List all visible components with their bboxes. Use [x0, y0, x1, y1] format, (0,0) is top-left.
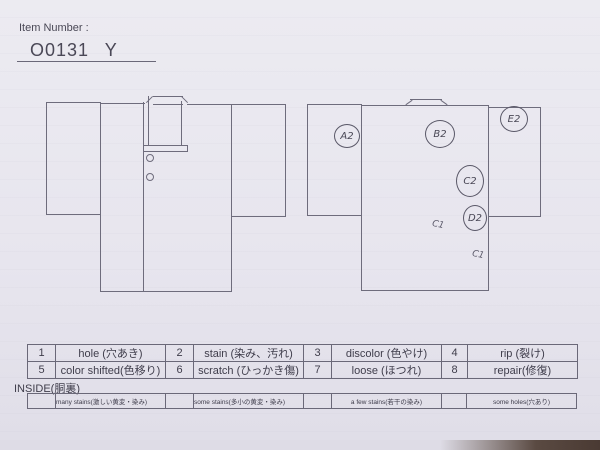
button-icon: [146, 154, 154, 162]
legend-num: 3: [303, 344, 332, 362]
inside-label: some holes(穴あり): [466, 393, 577, 409]
legend-row: 5 color shifted(色移り) 6 scratch (ひっかき傷) 7…: [27, 361, 578, 379]
inside-label: some stains(多小の黄変・染み): [193, 393, 304, 409]
legend-num: 2: [165, 344, 194, 362]
legend-label: color shifted(色移り): [55, 361, 166, 379]
kimono-front-diagram: [0, 0, 300, 300]
legend-num: 8: [441, 361, 468, 379]
legend-num: 5: [27, 361, 56, 379]
inside-section-title: INSIDE(胴裏): [14, 383, 80, 395]
damage-mark-b2: B2: [425, 120, 455, 148]
legend-label: loose (ほつれ): [331, 361, 442, 379]
damage-mark-c1: C1: [471, 248, 485, 262]
legend-row: 1 hole (穴あき) 2 stain (染み、汚れ) 3 discolor …: [27, 344, 578, 362]
button-icon: [146, 173, 154, 181]
legend-num: 7: [303, 361, 332, 379]
inside-checkbox[interactable]: [165, 393, 194, 409]
inside-label: a few stains(若干の染み): [331, 393, 442, 409]
legend-label: hole (穴あき): [55, 344, 166, 362]
damage-mark-c2: C2: [456, 165, 484, 197]
inside-checkbox[interactable]: [27, 393, 56, 409]
legend-label: stain (染み、汚れ): [193, 344, 304, 362]
damage-mark-e2: E2: [500, 106, 528, 132]
damage-mark-d2: D2: [463, 205, 487, 231]
item-number-label: Item Number :: [19, 22, 89, 34]
legend-num: 4: [441, 344, 468, 362]
kimono-back-diagram: A2 B2 C2 D2 E2 C1 C1: [307, 99, 541, 291]
inside-checkbox[interactable]: [441, 393, 467, 409]
inside-condition-table: many stains(激しい黄変・染み) some stains(多小の黄変・…: [27, 393, 577, 409]
legend-num: 6: [165, 361, 194, 379]
desk-shadow: [440, 440, 600, 450]
legend-label: scratch (ひっかき傷): [193, 361, 304, 379]
inside-row: many stains(激しい黄変・染み) some stains(多小の黄変・…: [27, 393, 577, 409]
damage-mark-c1: C1: [431, 218, 445, 232]
inside-label: many stains(激しい黄変・染み): [55, 393, 166, 409]
item-number-value: O0131 Y: [30, 40, 118, 60]
legend-label: repair(修復): [467, 361, 578, 379]
legend-label: rip (裂け): [467, 344, 578, 362]
item-number-underline: [17, 61, 156, 62]
damage-mark-a2: A2: [334, 124, 360, 148]
legend-label: discolor (色やけ): [331, 344, 442, 362]
inside-checkbox[interactable]: [303, 393, 332, 409]
legend-num: 1: [27, 344, 56, 362]
damage-legend-table: 1 hole (穴あき) 2 stain (染み、汚れ) 3 discolor …: [27, 344, 578, 379]
